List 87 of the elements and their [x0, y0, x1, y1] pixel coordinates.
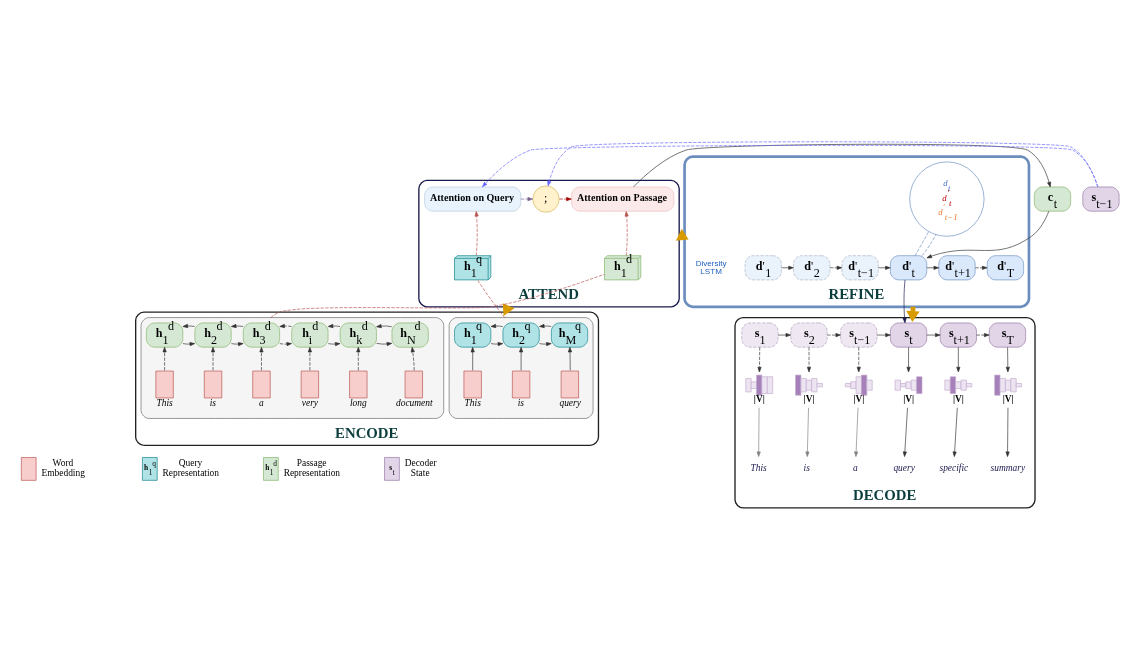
- legend-label: Word Embedding: [41, 457, 85, 478]
- node-text: query: [893, 462, 915, 473]
- legend-label: Decoder State: [404, 457, 437, 478]
- arrow: [807, 346, 811, 372]
- arrow: [826, 332, 841, 337]
- node-text: summary: [990, 462, 1026, 473]
- arrow: [952, 406, 958, 457]
- arrow: [926, 332, 941, 337]
- arrow: [926, 265, 939, 270]
- node-label: |V|: [803, 393, 815, 404]
- arrow: [520, 196, 533, 201]
- node-circle: ;: [532, 185, 560, 213]
- connector: [921, 233, 937, 256]
- arrow: [162, 346, 167, 371]
- arrow: [926, 210, 1050, 258]
- node-label: This: [156, 397, 173, 408]
- arrow: [490, 323, 504, 328]
- arrow: [539, 341, 552, 346]
- arrow: [279, 323, 292, 328]
- node-label: query: [559, 397, 581, 408]
- node-label: |V|: [853, 393, 865, 404]
- arrow: [975, 265, 988, 270]
- arrow: [976, 332, 990, 337]
- arrow: [568, 346, 572, 371]
- arrow: [474, 210, 479, 256]
- connector: [270, 273, 605, 318]
- arrow: [307, 346, 312, 371]
- node-label: is: [209, 397, 216, 408]
- cluster: [448, 316, 594, 419]
- legend-label: Query Representation: [162, 457, 219, 478]
- arrow: [878, 265, 891, 270]
- arrow: [902, 279, 907, 323]
- node-text: specific: [939, 462, 969, 473]
- arrow: [547, 140, 1099, 187]
- arrow: [539, 323, 552, 328]
- node-label: |V|: [753, 393, 765, 404]
- node-label: a: [259, 397, 264, 408]
- node-label: |V|: [1002, 393, 1014, 404]
- node-box: Attention on Passage: [571, 186, 675, 212]
- arrow: [856, 346, 861, 372]
- node-label: is: [517, 397, 525, 408]
- node-label: |V|: [952, 393, 964, 404]
- arrow: [231, 341, 244, 346]
- arrow: [854, 406, 859, 457]
- arrow: [376, 341, 393, 346]
- arrow: [211, 346, 215, 371]
- arrow: [956, 346, 961, 372]
- node-label: document: [395, 397, 433, 408]
- arrow: [327, 341, 341, 346]
- arrow: [410, 346, 415, 371]
- connector: [914, 230, 930, 256]
- arrow: [182, 341, 196, 346]
- arrow: [470, 346, 475, 371]
- arrow: [829, 265, 843, 270]
- arrow: [327, 323, 341, 328]
- arrow: [876, 332, 891, 337]
- arrow: [756, 406, 761, 457]
- arrow: [757, 346, 762, 372]
- arrow: [490, 341, 504, 346]
- arrow: [781, 265, 794, 270]
- arrow: [906, 346, 911, 372]
- arrow: [777, 332, 791, 337]
- arrow: [633, 143, 1052, 187]
- node-label: very: [301, 397, 319, 408]
- legend-label: Passage Representation: [283, 457, 341, 478]
- arrow: [356, 346, 361, 371]
- node-label: |V|: [903, 393, 915, 404]
- arrow: [624, 210, 629, 256]
- arrow: [805, 406, 810, 457]
- node-label: long: [349, 397, 367, 408]
- arrow: [182, 323, 196, 328]
- arrow: [376, 323, 393, 328]
- node-text: a: [853, 462, 858, 473]
- node-text: is: [803, 462, 810, 473]
- arrow: [1005, 346, 1010, 372]
- arrow: [902, 406, 908, 457]
- arrow: [231, 323, 244, 328]
- arrow: [259, 346, 264, 371]
- connector: [477, 279, 506, 318]
- arrow: [519, 346, 524, 371]
- node-label: This: [464, 397, 481, 408]
- node-text: This: [750, 462, 767, 473]
- arrow: [279, 341, 292, 346]
- node-box: Attention on Query: [424, 186, 522, 212]
- arrow: [559, 196, 572, 201]
- cluster: [140, 316, 445, 419]
- arrow: [1005, 406, 1010, 457]
